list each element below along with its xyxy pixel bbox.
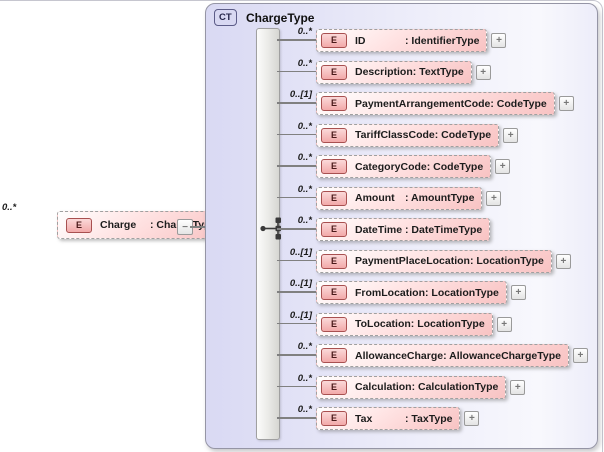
cardinality-label: 0..[1] [289, 246, 312, 258]
element-name: PaymentPlaceLocation [355, 255, 470, 267]
element-icon: E [321, 159, 347, 174]
cardinality-label: 0..* [297, 57, 312, 69]
element-type: : TaxType [405, 412, 453, 425]
connector-line [277, 354, 317, 356]
element-icon: E [66, 217, 92, 233]
element-tax[interactable]: E Tax : TaxType [316, 407, 461, 430]
element-type: : LocationType [425, 286, 499, 299]
cardinality-label: 0..[1] [289, 89, 312, 100]
element-paymentarrangementcode[interactable]: E PaymentArrangementCode : CodeType [316, 92, 555, 115]
complextype-icon: CT [214, 9, 237, 26]
expand-button[interactable]: + [503, 127, 519, 143]
cardinality-label: 0..* [297, 341, 312, 352]
connector-line [277, 196, 317, 198]
expand-button[interactable]: + [558, 96, 574, 111]
element-type: : IdentifierType [405, 34, 480, 47]
cardinality-label: 0..[1] [289, 278, 312, 289]
element-calculation[interactable]: E Calculation : CalculationType [316, 375, 507, 399]
expand-button[interactable]: + [475, 64, 491, 80]
element-type: : LocationType [410, 318, 485, 330]
expand-button[interactable]: + [572, 348, 588, 363]
expand-button[interactable]: + [555, 253, 571, 269]
connector-line [277, 228, 317, 230]
complextype-title: ChargeType [246, 11, 315, 25]
element-amount[interactable]: E Amount : AmountType [316, 186, 483, 210]
element-icon: E [321, 285, 347, 300]
element-icon: E [321, 64, 347, 80]
connector-line [277, 385, 317, 387]
element-name: CategoryCode [355, 160, 427, 173]
element-icon: E [321, 190, 347, 206]
element-icon: E [321, 348, 347, 363]
element-categorycode[interactable]: E CategoryCode : CodeType [316, 155, 492, 178]
expand-button[interactable]: + [495, 159, 511, 174]
element-name: Calculation [355, 381, 412, 393]
element-type: : AllowanceChargeType [443, 349, 561, 362]
element-name: Tax [355, 412, 373, 425]
expand-button[interactable]: + [510, 379, 526, 395]
expand-button[interactable]: + [464, 411, 480, 426]
element-id[interactable]: E ID : IdentifierType [316, 29, 488, 52]
element-icon: E [321, 379, 347, 395]
connector-line [277, 322, 317, 324]
element-name: PaymentArrangementCode [355, 97, 491, 110]
expand-button[interactable]: + [486, 190, 502, 206]
cardinality-label: 0..* [297, 215, 312, 226]
cardinality-label: 0..* [297, 372, 312, 384]
element-type: : CalculationType [411, 381, 499, 393]
element-allowancecharge[interactable]: E AllowanceCharge : AllowanceChargeType [316, 344, 569, 367]
element-name: ToLocation [355, 318, 411, 330]
sequence-bar [256, 28, 280, 440]
cardinality-label: 0..* [297, 26, 312, 37]
connector-line [277, 102, 317, 104]
connector-line [277, 291, 317, 293]
connector-line [277, 165, 317, 167]
element-tolocation[interactable]: E ToLocation : LocationType [316, 312, 493, 336]
element-description[interactable]: E Description : TextType [316, 60, 472, 84]
element-icon: E [321, 316, 347, 332]
element-icon: E [321, 253, 347, 269]
element-name: Amount [355, 192, 395, 204]
connector-line [277, 133, 317, 135]
element-type: : CodeType [426, 160, 484, 173]
element-type: : CodeType [434, 129, 492, 141]
element-type: : CodeType [490, 97, 547, 110]
collapse-button[interactable]: − [177, 219, 193, 235]
element-icon: E [321, 411, 347, 426]
element-tariffclasscode[interactable]: E TariffClassCode : CodeType [316, 123, 500, 147]
cardinality-label: 0..* [297, 152, 312, 163]
expand-button[interactable]: + [510, 285, 526, 300]
element-type: : AmountType [405, 192, 475, 204]
root-cardinality-label: 0..* [2, 202, 17, 213]
expand-button[interactable]: + [491, 33, 507, 48]
element-icon: E [321, 222, 347, 237]
element-charge[interactable]: E Charge : ChargeType [57, 211, 226, 239]
element-datetime[interactable]: E DateTime : DateTimeType [316, 218, 491, 241]
element-name: Description [355, 66, 413, 78]
cardinality-label: 0..[1] [289, 309, 312, 321]
connector-line [277, 259, 317, 261]
element-paymentplacelocation[interactable]: E PaymentPlaceLocation : LocationType [316, 249, 552, 273]
cardinality-label: 0..* [297, 120, 312, 132]
element-name: DateTime [355, 223, 403, 236]
connector-line [277, 39, 317, 41]
element-name: AllowanceCharge [355, 349, 444, 362]
element-name: FromLocation [355, 286, 425, 299]
element-icon: E [321, 96, 347, 111]
cardinality-label: 0..* [297, 404, 312, 415]
cardinality-label: 0..* [297, 183, 312, 195]
element-type: : TextType [412, 66, 464, 78]
element-icon: E [321, 127, 347, 143]
element-type: : LocationType [469, 255, 544, 267]
element-name: Charge [100, 219, 137, 231]
element-name: ID [355, 34, 366, 47]
element-icon: E [321, 33, 347, 48]
expand-button[interactable]: + [496, 316, 512, 332]
element-name: TariffClassCode [355, 129, 435, 141]
element-fromlocation[interactable]: E FromLocation : LocationType [316, 281, 507, 304]
connector-line [277, 70, 317, 72]
connector-line [277, 417, 317, 419]
element-type: : DateTimeType [405, 223, 483, 236]
